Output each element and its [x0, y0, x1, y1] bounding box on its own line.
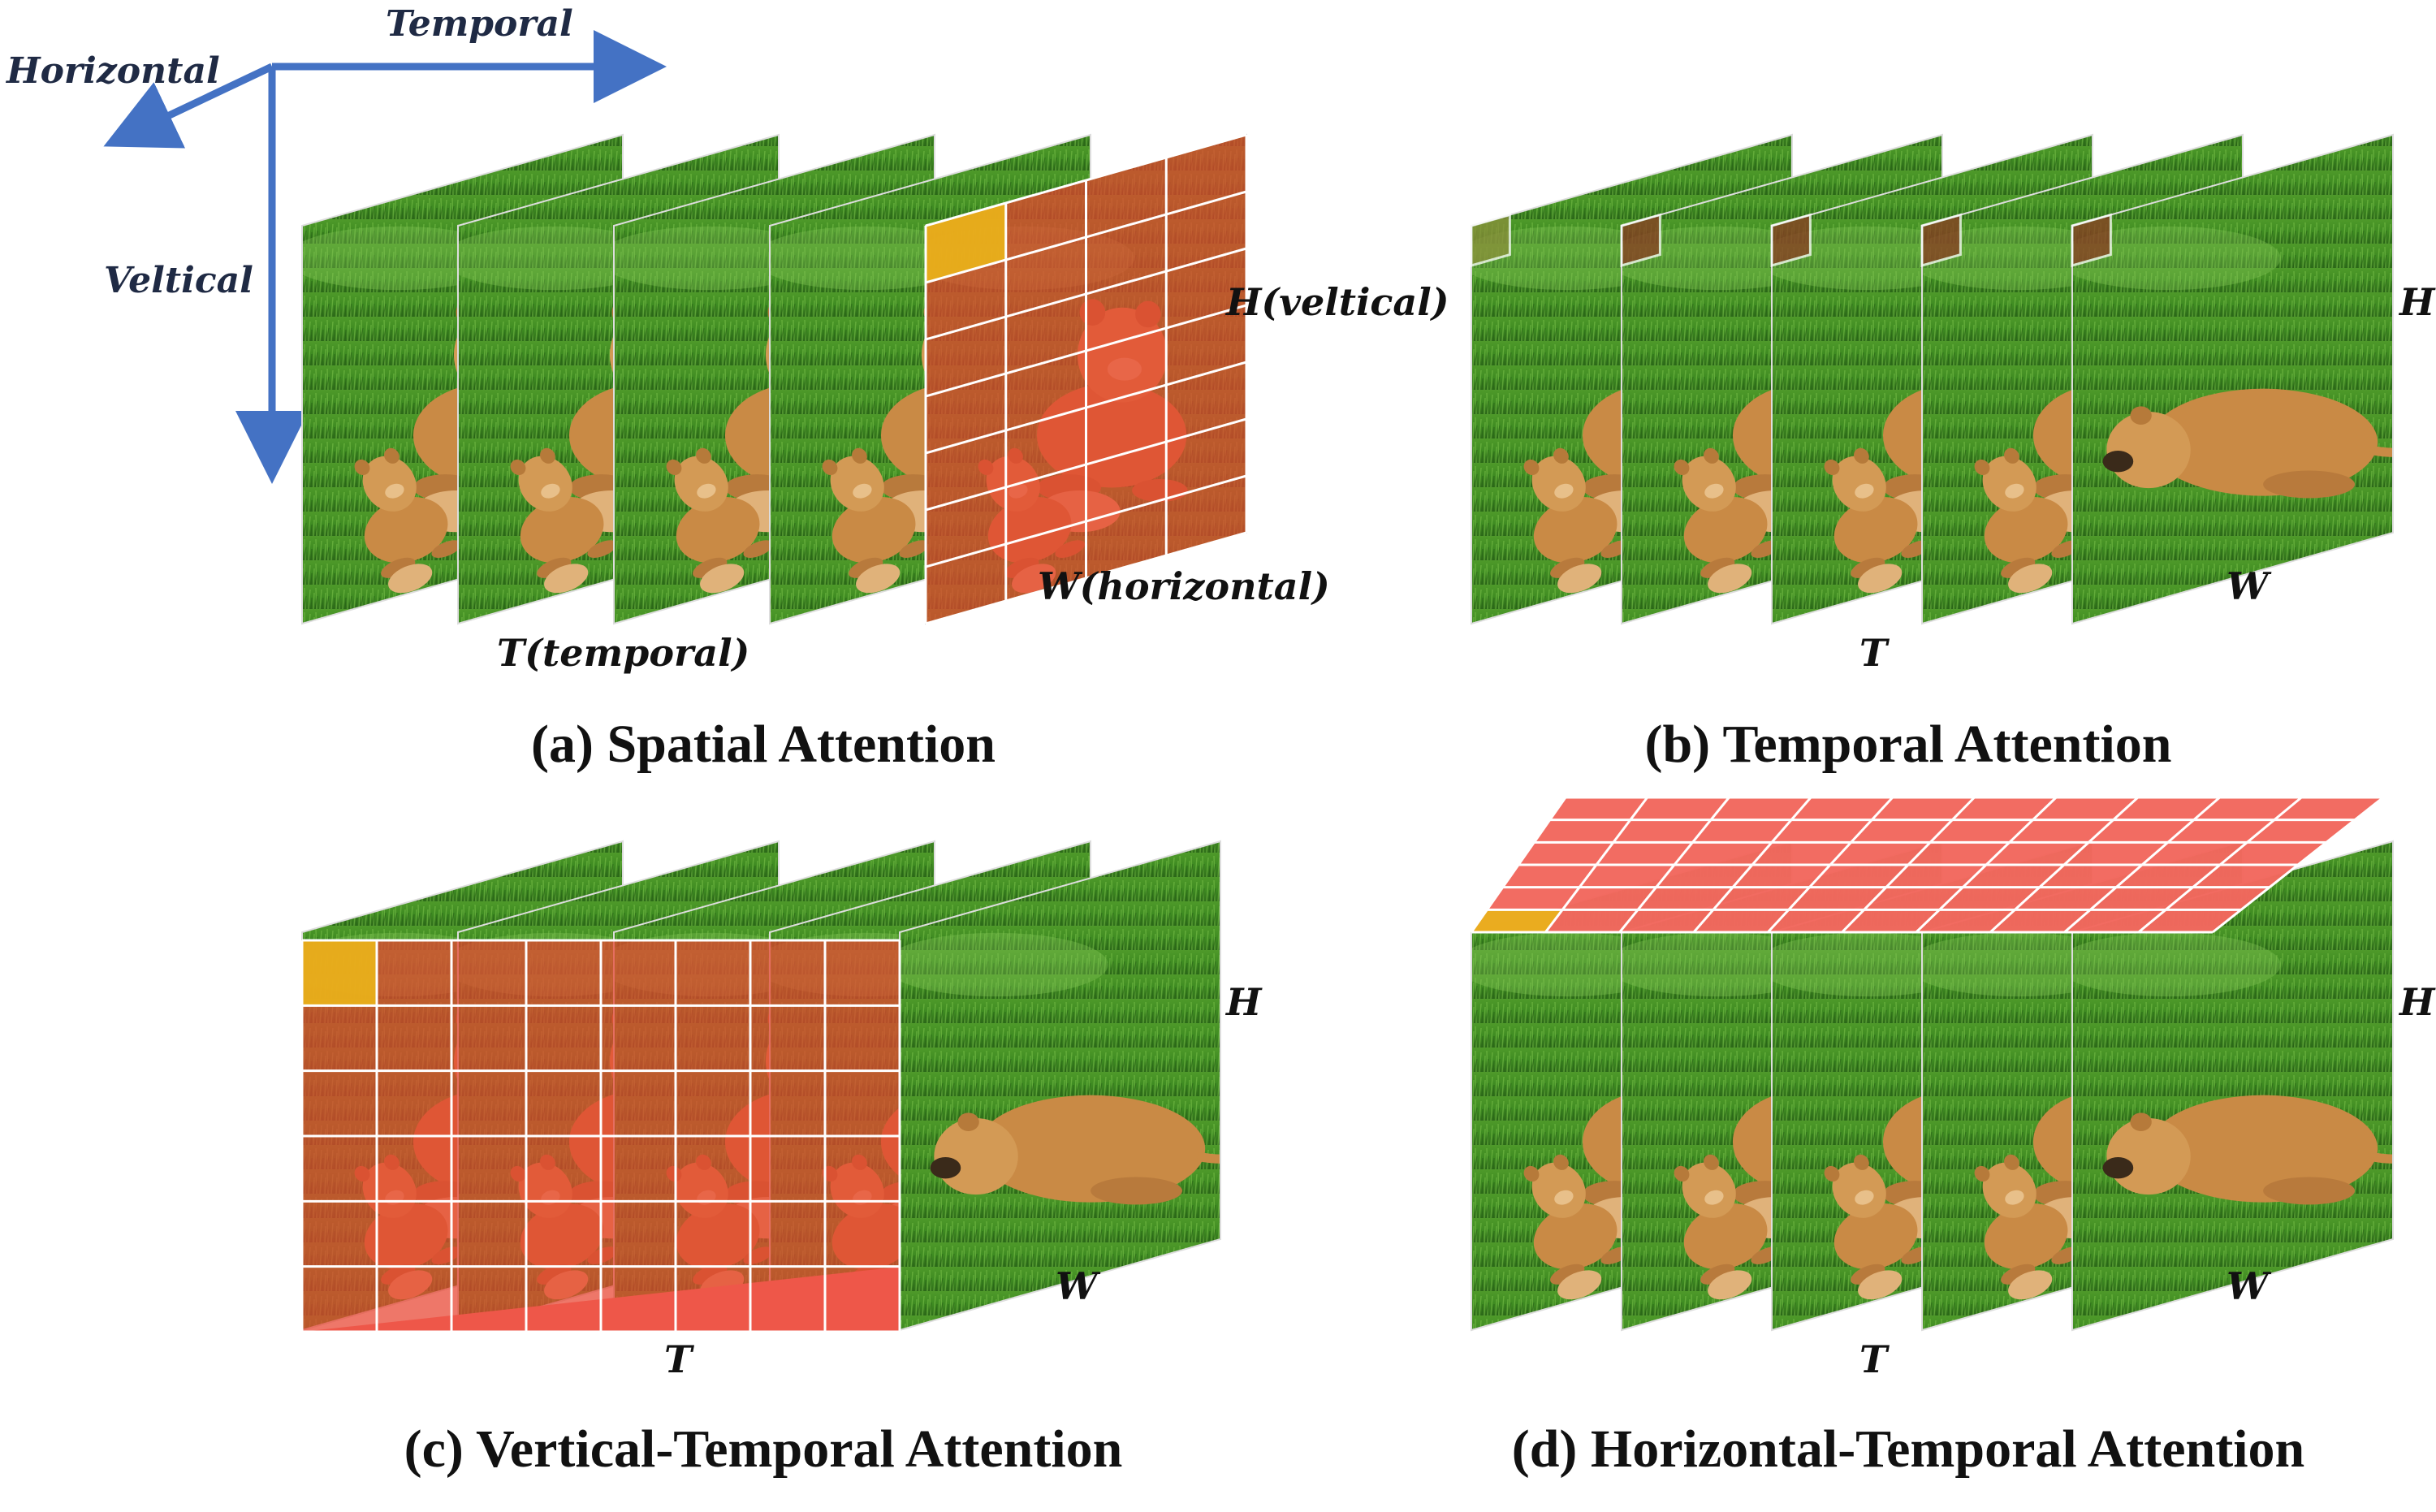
query-token-cell	[302, 940, 377, 1006]
h-dimension-label: H	[2398, 980, 2436, 1024]
query-token-cell	[926, 203, 1006, 283]
grass-background	[2072, 841, 2393, 1330]
grass-highlight	[458, 226, 667, 291]
t-dimension-label: T	[664, 1337, 695, 1381]
frame-content	[2072, 135, 2393, 624]
grid-line	[925, 361, 1247, 455]
w-dimension-label: W	[1056, 1264, 1101, 1308]
horizontal-temporal-attention-grid	[1470, 796, 2384, 934]
temporal-axis-label: Temporal	[386, 3, 573, 45]
temporal-query-patch	[1470, 213, 1511, 267]
grass-highlight	[900, 932, 1108, 997]
w-dimension-label: W	[2227, 1264, 2272, 1308]
grass-highlight	[2072, 226, 2281, 291]
vertical-temporal-attention-grid	[300, 939, 901, 1333]
video-frames	[1470, 133, 2394, 625]
frame-content	[2072, 841, 2393, 1330]
grid-line	[925, 417, 1247, 512]
t-dimension-label: T(temporal)	[497, 631, 749, 675]
h-dimension-label: H	[1224, 980, 1263, 1024]
t-dimension-label: T	[1859, 1337, 1890, 1381]
vertical-temporal-grid-cells	[300, 939, 901, 1333]
caption-d: (d) Horizontal-Temporal Attention	[1512, 1419, 2305, 1479]
grid-line	[925, 474, 1247, 568]
temporal-query-patch	[1620, 213, 1661, 267]
frame-border	[2071, 133, 2394, 625]
caption-c: (c) Vertical-Temporal Attention	[404, 1419, 1123, 1479]
panel-spatial-attention: Temporal Horizontal Veltical H(veltical)…	[5, 3, 1449, 774]
grid-line	[925, 304, 1247, 398]
video-frame	[2071, 840, 2394, 1332]
caption-b: (b) Temporal Attention	[1644, 715, 2171, 774]
panel-temporal-attention: H W T (b) Temporal Attention	[1470, 133, 2436, 774]
grass-background	[2072, 135, 2393, 624]
horizontal-temporal-grid-cells	[1470, 796, 2384, 934]
grass-highlight	[614, 226, 823, 291]
caption-a: (a) Spatial Attention	[531, 715, 996, 774]
temporal-query-patch	[1920, 213, 1962, 267]
grass-highlight	[770, 226, 978, 291]
grass-highlight	[2072, 932, 2281, 997]
h-dimension-label: H(veltical)	[1224, 280, 1449, 324]
spatial-attention-grid	[924, 133, 1248, 625]
w-dimension-label: W(horizontal)	[1038, 564, 1330, 608]
t-dimension-label: T	[1859, 631, 1890, 675]
grid-line	[925, 247, 1247, 341]
w-dimension-label: W	[2227, 564, 2272, 608]
panel-vertical-temporal-attention: H W T (c) Vertical-Temporal Attention	[300, 840, 1263, 1479]
spatial-attention-grid-cells	[924, 133, 1248, 625]
grid-line	[925, 133, 1247, 227]
panel-horizontal-temporal-attention: H W T (d) Horizontal-Temporal Attention	[1470, 796, 2436, 1479]
grass-highlight	[302, 226, 511, 291]
temporal-query-patch	[1770, 213, 1812, 267]
grass-background	[900, 841, 1220, 1330]
query-token-cell	[1471, 909, 1563, 932]
grid-line	[925, 531, 1247, 625]
vertical-axis-label: Veltical	[104, 260, 253, 301]
temporal-query-patch	[2071, 213, 2112, 267]
video-frame	[2071, 133, 2394, 625]
frame-content	[900, 841, 1220, 1330]
horizontal-axis-arrow-icon	[103, 63, 274, 149]
axis-indicator: Temporal Horizontal Veltical	[5, 3, 667, 484]
h-dimension-label: H	[2398, 280, 2436, 324]
horizontal-axis-label: Horizontal	[5, 50, 220, 92]
grid-line	[925, 190, 1247, 284]
video-frame	[899, 840, 1221, 1332]
